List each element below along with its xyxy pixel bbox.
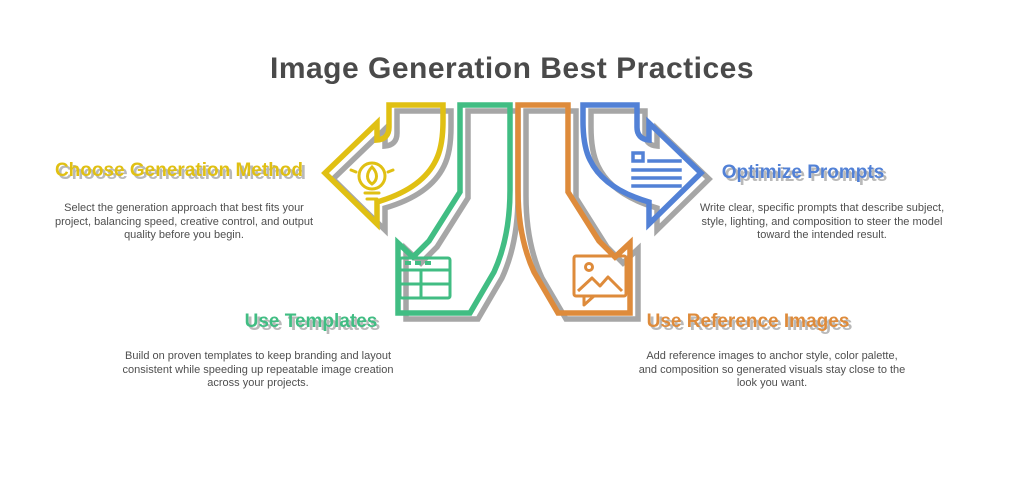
node-description-optimize-prompts: Write clear, specific prompts that descr… [699,202,945,241]
template-icon [398,256,452,300]
arrow-use-templates [395,102,513,316]
node-heading-choose-generation-method: Choose Generation Method [54,160,304,181]
node-description-choose-generation-method: Select the generation approach that best… [54,202,314,241]
node-description-use-reference-images: Add reference images to anchor style, co… [638,350,906,389]
node-description-use-templates: Build on proven templates to keep brandi… [122,350,394,389]
arrow-optimize-prompts [580,102,705,231]
image-icon [572,254,628,307]
list-icon [631,151,682,188]
node-heading-optimize-prompts: Optimize Prompts [721,162,885,183]
node-heading-use-templates: Use Templates [244,311,378,332]
arrow-choose-generation-method [321,102,446,231]
node-heading-use-reference-images: Use Reference Images [646,311,850,332]
lightbulb-icon [349,161,395,201]
arrow-use-reference-images [515,102,633,316]
page-title: Image Generation Best Practices [269,52,755,85]
